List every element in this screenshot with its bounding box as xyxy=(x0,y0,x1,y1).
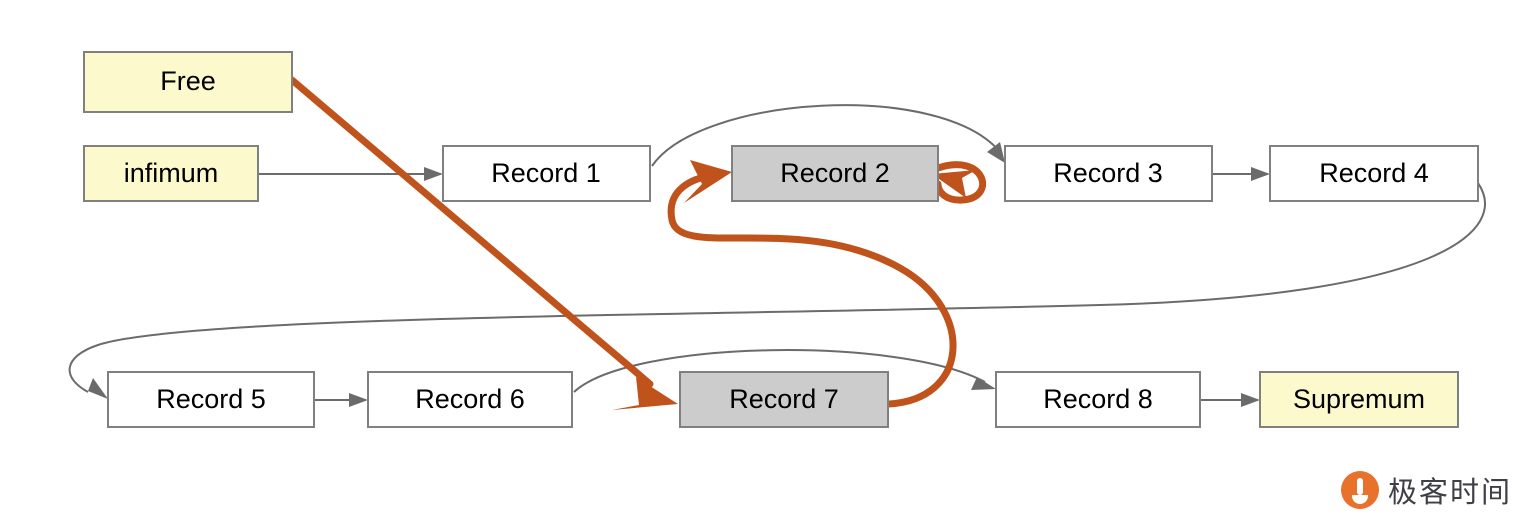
edge-record7-to-record2 xyxy=(667,160,957,408)
node-record3-label: Record 3 xyxy=(1053,158,1163,188)
node-record2[interactable]: Record 2 xyxy=(731,145,939,202)
node-supremum-label: Supremum xyxy=(1293,384,1425,414)
node-record3[interactable]: Record 3 xyxy=(1004,145,1213,202)
node-record8-label: Record 8 xyxy=(1043,384,1153,414)
edge-record6-to-record8 xyxy=(573,349,996,393)
node-free-label: Free xyxy=(160,66,216,96)
edge-infimum-to-record1 xyxy=(258,167,443,181)
node-record1[interactable]: Record 1 xyxy=(442,145,651,202)
node-record5[interactable]: Record 5 xyxy=(107,371,315,428)
node-supremum[interactable]: Supremum xyxy=(1259,371,1459,428)
node-free[interactable]: Free xyxy=(83,51,293,113)
node-record7[interactable]: Record 7 xyxy=(679,371,889,428)
edge-free-to-record7 xyxy=(288,76,678,410)
edge-record3-to-record4 xyxy=(1212,167,1270,181)
geektime-logo-icon xyxy=(1340,471,1379,509)
node-infimum[interactable]: infimum xyxy=(83,145,259,202)
node-record7-label: Record 7 xyxy=(729,384,839,414)
watermark: 极客时间 xyxy=(1340,469,1512,511)
edge-record1-to-record3 xyxy=(651,104,1005,167)
node-record4[interactable]: Record 4 xyxy=(1269,145,1479,202)
edge-record5-to-record6 xyxy=(314,393,368,407)
edge-record8-to-supremum xyxy=(1200,393,1260,407)
node-record4-label: Record 4 xyxy=(1319,158,1429,188)
node-record6-label: Record 6 xyxy=(415,384,525,414)
node-record1-label: Record 1 xyxy=(491,158,601,188)
node-record6[interactable]: Record 6 xyxy=(367,371,573,428)
node-infimum-label: infimum xyxy=(124,158,219,188)
node-layer: Free infimum Record 1 Record 2 Record 3 xyxy=(83,51,1479,428)
edge-layer xyxy=(68,76,1486,410)
edge-record4-to-record5 xyxy=(68,182,1486,399)
node-record5-label: Record 5 xyxy=(156,384,266,414)
node-record2-label: Record 2 xyxy=(780,158,890,188)
edge-record2-self-loop xyxy=(932,161,987,204)
watermark-text: 极客时间 xyxy=(1387,475,1512,509)
node-record8[interactable]: Record 8 xyxy=(995,371,1201,428)
